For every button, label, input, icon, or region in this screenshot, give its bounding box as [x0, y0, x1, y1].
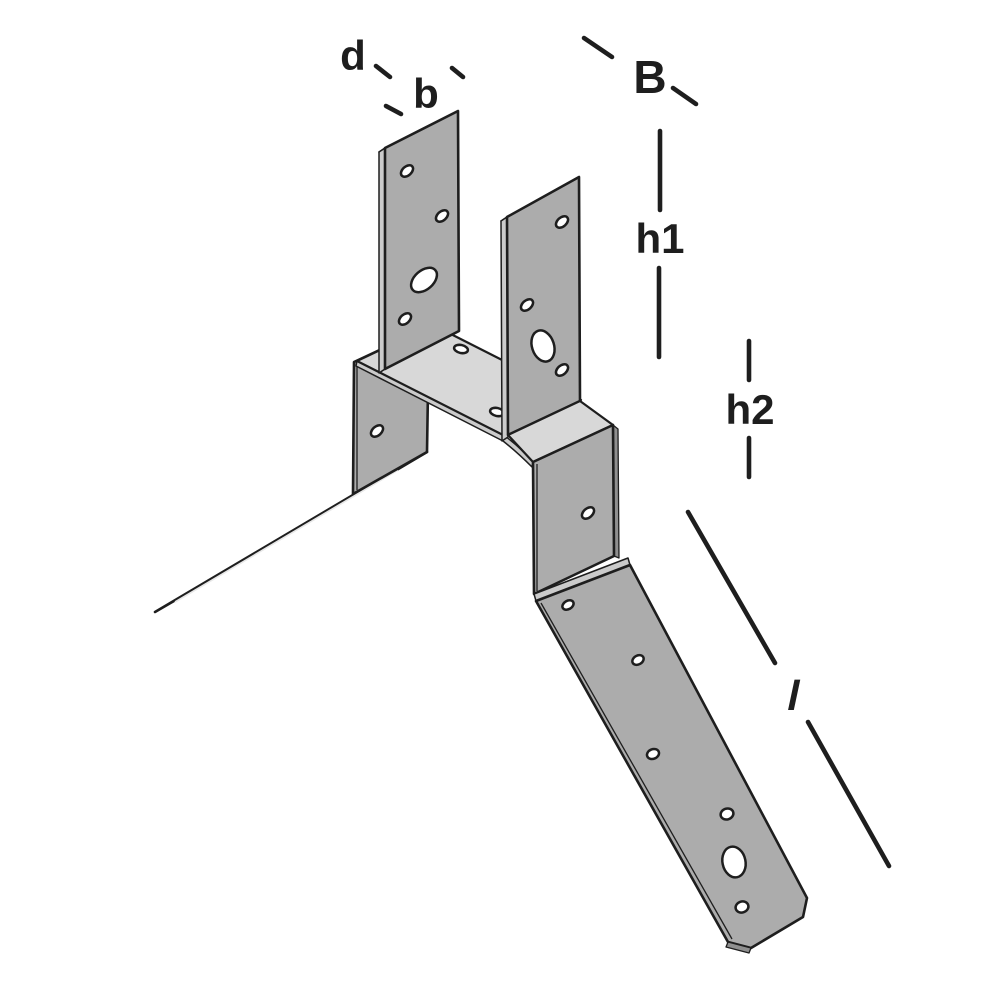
dimension-d: d	[340, 32, 393, 80]
left-post-plate	[378, 109, 461, 374]
right-plate-hole-3	[554, 363, 570, 377]
dimension-annotations: d b B h1 h2 l	[340, 32, 892, 869]
step-face	[531, 423, 616, 596]
dim-b-tick-right	[449, 65, 466, 80]
step-face-group	[531, 423, 620, 596]
arm-hole-3	[645, 747, 661, 761]
arm-tip-edge	[725, 941, 752, 954]
left-plate-hole-1	[399, 164, 415, 178]
dim-label-b: b	[413, 70, 439, 117]
arm-hole-5	[734, 900, 750, 914]
left-plate-hole-large	[409, 266, 439, 294]
right-plate-face	[505, 175, 582, 437]
arm-hole-large	[721, 845, 747, 879]
dim-B-tick-right	[670, 85, 699, 107]
left-plate-hole-2	[434, 209, 450, 223]
left-plate-face	[383, 109, 461, 371]
right-diagonal-arm	[534, 563, 809, 954]
left-arm-highlight	[174, 469, 399, 603]
dimension-h1: h1	[635, 128, 685, 360]
dim-l-line-bottom	[805, 719, 892, 869]
right-plate-hole-2	[519, 298, 535, 312]
dimension-h2: h2	[725, 338, 775, 480]
left-plate-hole-3	[397, 312, 413, 326]
dim-B-tick-left	[581, 35, 615, 60]
dim-label-h1: h1	[635, 215, 684, 262]
left-leg-hole	[369, 424, 385, 438]
web-hole-1	[452, 343, 470, 355]
arm-face	[534, 563, 809, 950]
arm-hole-4	[719, 807, 735, 821]
right-plate-hole-large	[530, 329, 556, 363]
right-plate-hole-1	[554, 215, 570, 229]
dim-label-B: B	[633, 51, 666, 103]
dimension-b: b	[383, 65, 466, 117]
dimension-B: B	[581, 35, 699, 107]
right-post-plate	[500, 175, 582, 442]
arm-hole-2	[631, 653, 645, 667]
step-hole	[580, 506, 596, 520]
dim-b-tick-left	[383, 103, 404, 117]
dim-l-line-top	[685, 509, 778, 666]
dim-label-l: l	[783, 672, 805, 718]
dim-label-d: d	[340, 32, 366, 79]
arm-hole-1	[561, 599, 575, 611]
bracket-illustration	[153, 109, 809, 954]
arm-thickness-edge	[540, 602, 733, 940]
dim-d-tick	[373, 63, 393, 80]
dim-label-h2: h2	[725, 386, 774, 433]
